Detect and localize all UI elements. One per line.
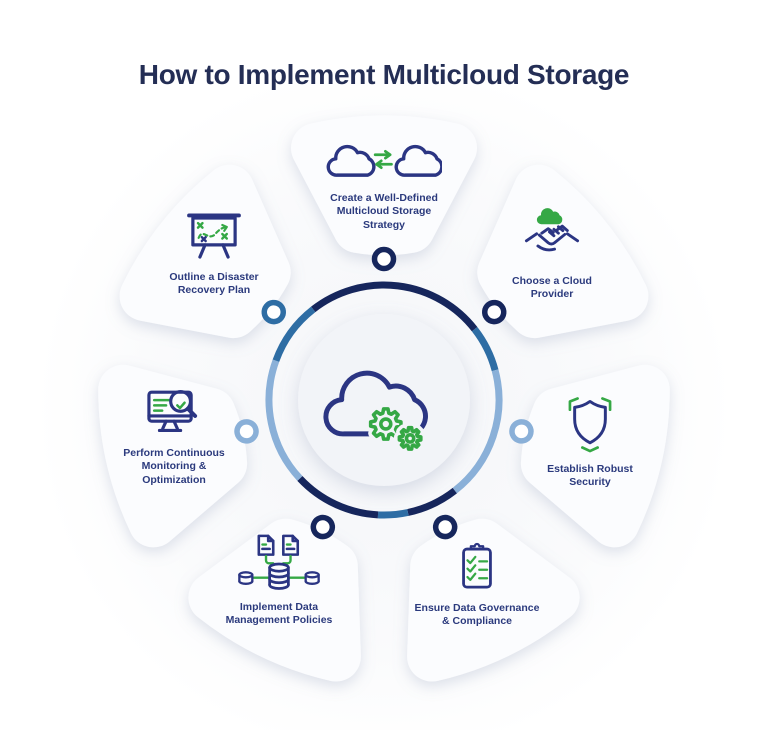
petal-shape-choose-provider xyxy=(477,164,649,339)
connector-dot-data-governance xyxy=(432,514,458,540)
step-label: Choose a Cloud Provider xyxy=(512,275,592,301)
step-label: Outline a Disaster Recovery Plan xyxy=(169,271,259,297)
step-label: Create a Well-Defined Multicloud Storage… xyxy=(330,192,438,231)
center-ring-segment-7 xyxy=(272,306,316,362)
petal-shape-monitoring-optimization xyxy=(98,364,248,548)
step-multicloud-strategy: Create a Well-Defined Multicloud Storage… xyxy=(299,133,469,232)
gear-glyph xyxy=(368,407,403,441)
page-title: How to Implement Multicloud Storage xyxy=(138,58,630,90)
step-label: Implement Data Management Policies xyxy=(225,601,333,627)
connector-dot-monitoring-optimization xyxy=(234,419,259,444)
cloud-gears-icon xyxy=(321,351,447,457)
connector-dot-data-management xyxy=(310,514,336,540)
connector-dot-disaster-recovery xyxy=(261,299,287,325)
strategy-board-icon xyxy=(182,203,246,265)
clipboard-check-icon xyxy=(449,538,505,596)
center-ring-segment-5 xyxy=(297,476,379,519)
petal-shape-robust-security xyxy=(520,364,670,548)
connector-dot-robust-security xyxy=(509,419,534,444)
petal-shape-multicloud-strategy xyxy=(291,115,477,256)
petal-shape-data-management xyxy=(188,518,361,682)
center-ring-segment-4 xyxy=(377,509,409,519)
shield-icon xyxy=(560,392,620,454)
step-data-management: Implement Data Management Policies xyxy=(194,533,364,628)
clouds-sync-icon xyxy=(326,133,442,186)
gear-hub xyxy=(404,433,416,444)
center-ring-segment-0 xyxy=(311,281,478,332)
step-choose-provider: Choose a Cloud Provider xyxy=(487,205,617,302)
cloud-handshake-icon xyxy=(520,205,584,269)
step-robust-security: Establish Robust Security xyxy=(525,392,655,490)
step-data-governance: Ensure Data Governance & Compliance xyxy=(387,538,567,629)
center-ring-segment-2 xyxy=(452,369,503,494)
connector-dot-choose-provider xyxy=(481,299,507,325)
petal-group xyxy=(98,115,670,682)
documents-database-icon xyxy=(235,533,323,595)
monitor-search-icon xyxy=(141,379,207,441)
gear-hub xyxy=(379,417,393,431)
step-monitoring-optimization: Perform Continuous Monitoring & Optimiza… xyxy=(94,379,254,487)
step-label: Ensure Data Governance & Compliance xyxy=(414,602,540,628)
step-label: Establish Robust Security xyxy=(547,463,633,489)
connector-dot-multicloud-strategy xyxy=(371,246,397,272)
step-disaster-recovery: Outline a Disaster Recovery Plan xyxy=(134,203,294,298)
center-circle xyxy=(298,314,470,486)
center-ring-segment-1 xyxy=(471,327,499,372)
gear-glyph xyxy=(397,425,423,451)
center-ring-segment-3 xyxy=(407,487,457,516)
center-ring-segment-6 xyxy=(265,359,303,481)
step-label: Perform Continuous Monitoring & Optimiza… xyxy=(123,447,225,486)
